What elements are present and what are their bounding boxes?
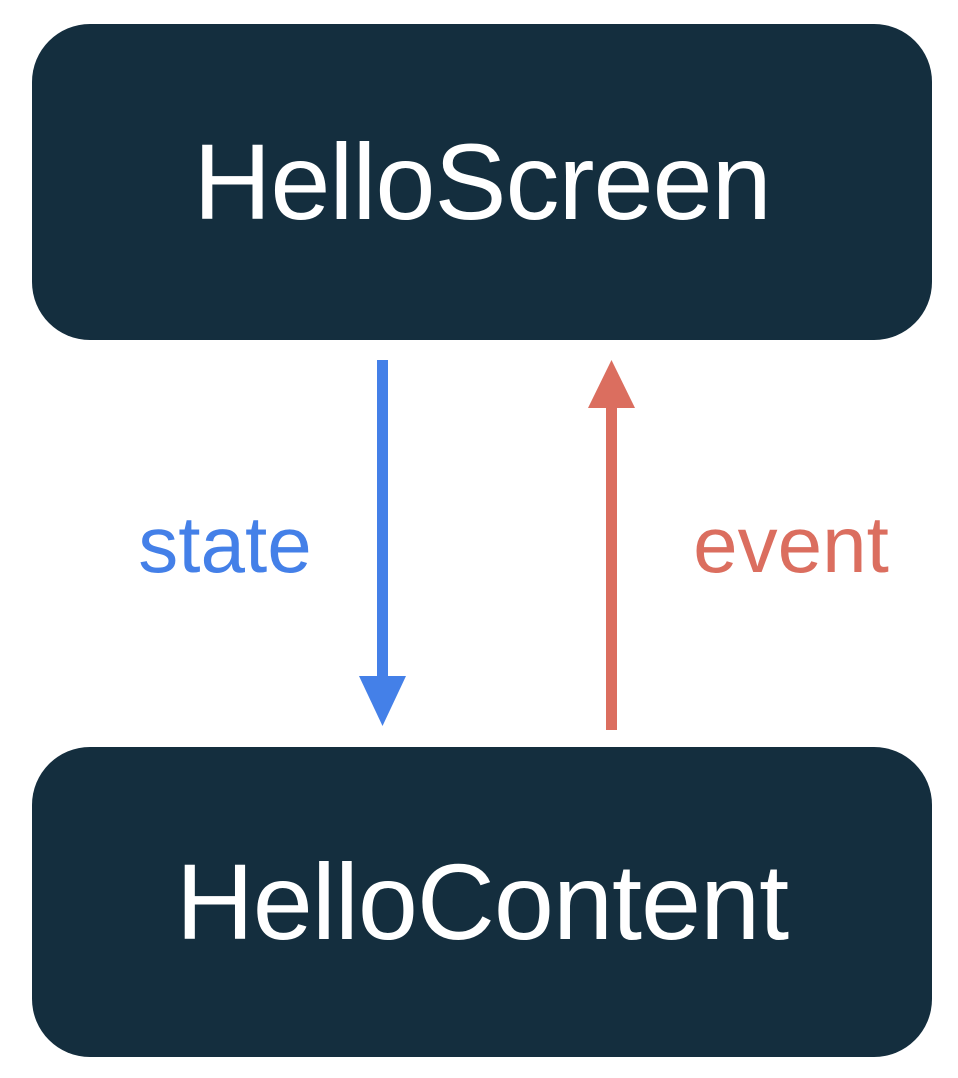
state-flow-label: state (138, 500, 312, 589)
node-helloscreen-label: HelloScreen (193, 121, 771, 242)
event-arrowhead-icon (588, 360, 635, 408)
state-arrowhead-icon (359, 676, 406, 726)
node-hellocontent: HelloContent (32, 747, 932, 1057)
event-arrow-shaft (606, 406, 617, 730)
state-arrow-shaft (377, 360, 388, 680)
event-flow-label: event (693, 500, 889, 589)
event-arrow-up (588, 360, 635, 730)
node-helloscreen: HelloScreen (32, 24, 932, 340)
node-hellocontent-label: HelloContent (175, 841, 789, 962)
